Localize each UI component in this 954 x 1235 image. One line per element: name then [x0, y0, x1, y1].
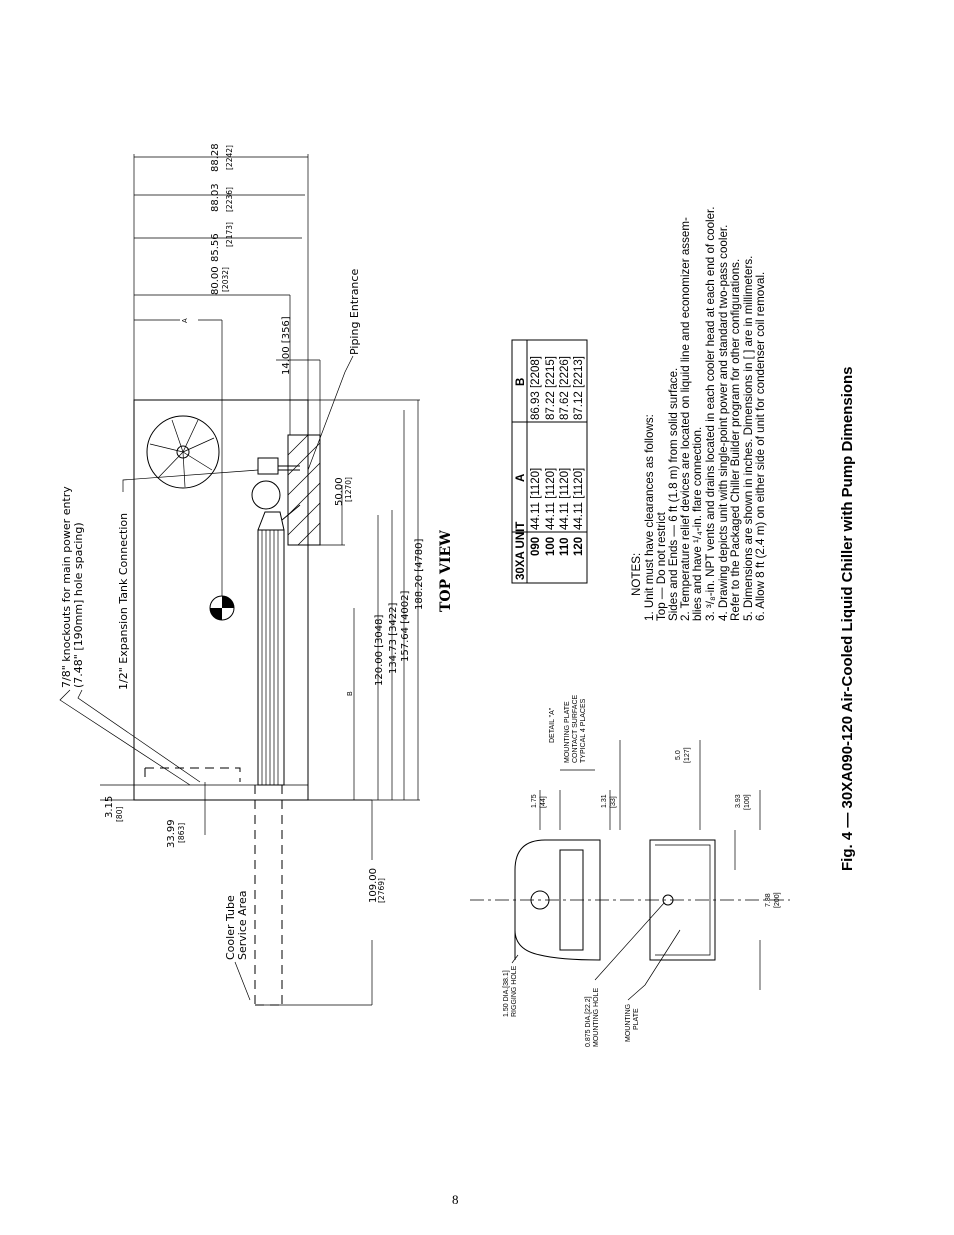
rigging-hole-line1: 1.50 DIA.[38.1]: [503, 970, 510, 1017]
note-line: 1. Unit must have clearances as follows:: [643, 414, 656, 621]
detail-d131-mm: [33]: [610, 796, 617, 808]
cooler-tube-label-line1: Cooler Tube: [224, 895, 237, 960]
left-dimension-lines: [100, 782, 373, 1006]
dim-b-label: B: [347, 691, 354, 696]
dim-109-mm: [2769]: [377, 878, 386, 903]
table-header-unit: 30XA UNIT: [515, 522, 527, 580]
dim-120: 120.00 [3048]: [374, 614, 385, 686]
dim-13473: 134.73 [3422]: [388, 602, 399, 674]
detail-d50-mm: [127]: [684, 747, 691, 763]
note-line: 5. Dimensions are shown in inches. Dimen…: [742, 256, 755, 621]
dim-315: 3.15: [104, 796, 115, 818]
dim-a-label: A: [182, 318, 189, 323]
length-dimension-texts: 50.00 [1270] B 120.00 [3048] 134.73 [342…: [334, 477, 425, 696]
notes: NOTES: 1. Unit must have clearances as f…: [630, 207, 767, 622]
note-line: Top — Do not restrict: [655, 511, 668, 621]
detail-d131: 1.31: [601, 794, 608, 808]
dim-14: 14.00 [356]: [281, 316, 292, 375]
table-row-unit: 110: [559, 537, 571, 556]
dim-8803: 88.03: [210, 183, 221, 212]
dim-8556-mm: [2173]: [225, 222, 234, 247]
dim-315-mm: [80]: [115, 807, 124, 822]
note-line: 6. Allow 8 ft (2.4 m) on either side of …: [754, 272, 767, 621]
note-line: Sides and Ends — 6 ft (1.8 m) from solid…: [667, 368, 680, 621]
table-row-unit: 100: [545, 537, 557, 556]
page-number: 8: [452, 1192, 459, 1207]
figure-caption: Fig. 4 — 30XA090-120 Air-Cooled Liquid C…: [839, 366, 856, 871]
table-row-a: 44.11 [1120]: [530, 468, 542, 530]
dim-15764: 157.64 [4002]: [400, 590, 411, 662]
dim-3399: 33.99: [166, 819, 177, 848]
notes-title: NOTES:: [630, 553, 643, 596]
table-row-a: 44.11 [1120]: [573, 468, 585, 530]
top-dimension-texts: 80.00 [2032] 85.56 [2173] 88.03 [2236] 8…: [182, 143, 361, 375]
note-line: 2. Temperature relief devices are locate…: [679, 217, 692, 621]
detail-surface-line3: TYPICAL 4 PLACES: [580, 698, 587, 763]
rigging-hole-line2: RIGGING HOLE: [511, 965, 518, 1017]
cooler-tube-label-line2: Service Area: [236, 891, 249, 960]
dim-109: 109.00: [368, 868, 379, 903]
dim-80: 80.00: [210, 266, 221, 295]
detail-d788-mm: [200]: [774, 892, 781, 908]
note-line: 3. ³/₈-in. NPT vents and drains located …: [704, 207, 717, 622]
dim-8556: 85.56: [210, 233, 221, 262]
dim-8803-mm: [2236]: [225, 187, 234, 212]
detail-d788: 7.88: [765, 893, 772, 907]
top-view-label: TOP VIEW: [438, 530, 454, 612]
cooler-tube-service-area: [254, 785, 283, 1006]
dim-3399-mm: [863]: [177, 823, 186, 843]
dim-18820: 188.20 [4780]: [414, 538, 425, 610]
table-row-a: 44.11 [1120]: [545, 468, 557, 530]
callouts: 7/8" knockouts for main power entry (7.4…: [59, 469, 454, 1001]
detail-d50: 5.0: [675, 750, 682, 760]
table-row-unit: 120: [573, 537, 585, 556]
table-header-a: A: [515, 474, 527, 482]
detail-surface-line2: CONTACT SURFACE: [572, 694, 579, 763]
detail-a-title: DETAIL "A": [549, 707, 556, 743]
mounting-plate-line1: MOUNTING: [625, 1004, 632, 1042]
dim-80-mm: [2032]: [221, 267, 230, 292]
detail-d393: 3.93: [735, 794, 742, 808]
table-row-b: 87.22 [2215]: [545, 356, 557, 420]
piping-entrance-label: Piping Entrance: [348, 269, 361, 355]
detail-surface-line1: MOUNTING PLATE: [564, 701, 571, 763]
dim-50-mm: [1270]: [344, 477, 353, 502]
expansion-tank-label: 1/2" Expansion Tank Connection: [117, 513, 130, 690]
knockouts-label-line2: (7.48" [190mm] hole spacing): [72, 522, 85, 688]
mounting-hole-line1: 0.875 DIA.[22.2]: [585, 996, 592, 1047]
dimension-table: 30XA UNIT A B 090 44.11 [1120] 86.93 [22…: [511, 339, 588, 584]
dim-8828-mm: [2242]: [225, 145, 234, 170]
dim-50: 50.00: [334, 477, 345, 506]
table-row-unit: 090: [530, 537, 542, 556]
table-row-b: 87.12 [2213]: [573, 356, 585, 420]
knockouts-label-line1: 7/8" knockouts for main power entry: [60, 486, 73, 688]
top-dimension-lines: [133, 154, 321, 596]
table-row-a: 44.11 [1120]: [559, 468, 571, 530]
mounting-hole-line2: MOUNTING HOLE: [593, 988, 600, 1047]
note-line: blies and have ¹/₄-in. flare connection.: [691, 427, 704, 621]
left-dimension-texts: 3.15 [80] 33.99 [863] 109.00 [2769]: [104, 796, 386, 903]
note-line: Refer to the Packaged Chiller Builder pr…: [729, 259, 742, 621]
dim-8828: 88.28: [210, 143, 221, 172]
unit-outline: [133, 399, 321, 801]
table-row-b: 87.62 [2226]: [559, 356, 571, 420]
table-header-b: B: [515, 378, 527, 386]
detail-d175: 1.75: [531, 794, 538, 808]
piping-entrance-leader: [307, 355, 354, 471]
note-line: 4. Drawing depicts unit with single-poin…: [717, 225, 730, 621]
detail-d175-mm: [44]: [540, 796, 547, 808]
detail-a: DETAIL "A" MOUNTING PLATE CONTACT SURFAC…: [470, 694, 790, 1047]
detail-d393-mm: [100]: [744, 794, 751, 810]
table-row-b: 86.93 [2208]: [530, 356, 542, 420]
mounting-plate-line2: PLATE: [633, 1008, 640, 1030]
